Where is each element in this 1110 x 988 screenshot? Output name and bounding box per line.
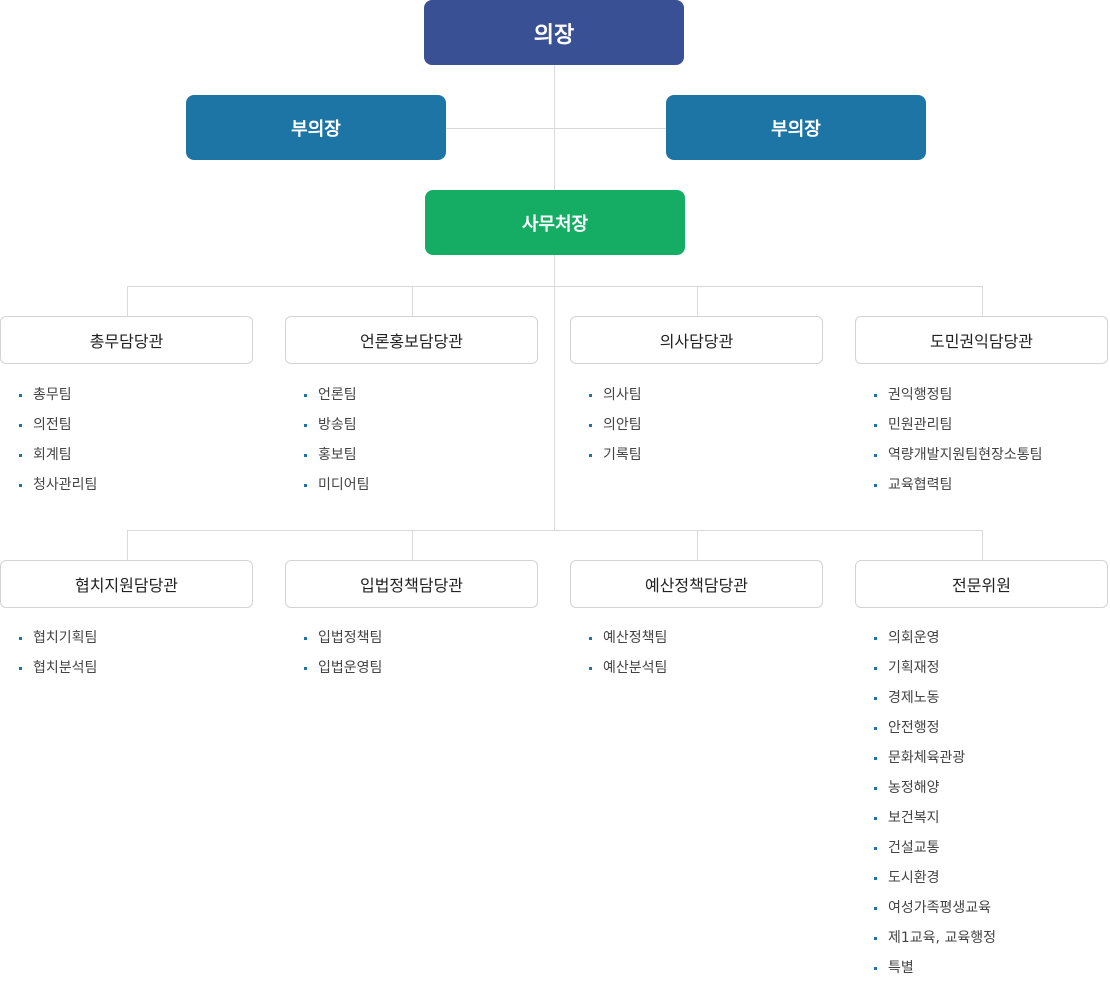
team-item: 의사팀	[589, 385, 642, 415]
dept-general-affairs: 총무담당관	[0, 316, 253, 364]
dept-citizen-rights: 도민권익담당관	[855, 316, 1108, 364]
team-item: 보건복지	[874, 808, 996, 838]
team-list-citizen-rights: 권익행정팀 민원관리팀 역량개발지원팀현장소통팀 교육협력팀	[874, 385, 1043, 505]
team-item: 입법정책팀	[304, 628, 382, 658]
connector-row1-drop-3	[697, 286, 698, 317]
team-item: 입법운영팀	[304, 658, 382, 688]
vice-chairman-box-left: 부의장	[186, 95, 446, 160]
team-item: 안전행정	[874, 718, 996, 748]
team-list-expert-advisors: 의회운영 기획재정 경제노동 안전행정 문화체육관광 농정해양 보건복지 건설교…	[874, 628, 996, 988]
team-item: 여성가족평생교육	[874, 898, 996, 928]
connector-row2-drop-1	[127, 530, 128, 561]
team-item: 언론팀	[304, 385, 370, 415]
connector-row2-drop-4	[982, 530, 983, 561]
team-item: 경제노동	[874, 688, 996, 718]
team-item: 농정해양	[874, 778, 996, 808]
team-item: 민원관리팀	[874, 415, 1043, 445]
team-list-budget-policy: 예산정책팀 예산분석팀	[589, 628, 667, 688]
team-item: 홍보팀	[304, 445, 370, 475]
connector-row1-drop-2	[412, 286, 413, 317]
team-item: 미디어팀	[304, 475, 370, 505]
team-list-proceedings: 의사팀 의안팀 기록팀	[589, 385, 642, 475]
team-item: 의전팀	[19, 415, 97, 445]
team-item: 예산정책팀	[589, 628, 667, 658]
connector-main-vertical	[554, 65, 555, 531]
team-list-press-pr: 언론팀 방송팀 홍보팀 미디어팀	[304, 385, 370, 505]
team-item: 협치분석팀	[19, 658, 97, 688]
team-item: 도시환경	[874, 868, 996, 898]
team-item: 협치기획팀	[19, 628, 97, 658]
connector-row2-horizontal	[127, 530, 983, 531]
dept-governance-support: 협치지원담당관	[0, 560, 253, 608]
team-item: 문화체육관광	[874, 748, 996, 778]
team-item: 건설교통	[874, 838, 996, 868]
connector-row2-drop-2	[412, 530, 413, 561]
team-list-governance-support: 협치기획팀 협치분석팀	[19, 628, 97, 688]
team-item: 제1교육, 교육행정	[874, 928, 996, 958]
team-list-general-affairs: 총무팀 의전팀 회계팀 청사관리팀	[19, 385, 97, 505]
connector-row1-horizontal	[127, 286, 983, 287]
dept-expert-advisors: 전문위원	[855, 560, 1108, 608]
team-item: 기획재정	[874, 658, 996, 688]
team-item: 특별	[874, 958, 996, 988]
connector-vice-horizontal	[446, 128, 666, 129]
team-item: 의안팀	[589, 415, 642, 445]
team-item: 기록팀	[589, 445, 642, 475]
vice-chairman-box-right: 부의장	[666, 95, 926, 160]
team-item: 예산분석팀	[589, 658, 667, 688]
dept-press-pr: 언론홍보담당관	[285, 316, 538, 364]
chairman-box: 의장	[424, 0, 684, 65]
secretary-general-box: 사무처장	[425, 190, 685, 255]
team-item: 청사관리팀	[19, 475, 97, 505]
team-item: 교육협력팀	[874, 475, 1043, 505]
dept-proceedings: 의사담당관	[570, 316, 823, 364]
connector-row1-drop-1	[127, 286, 128, 317]
team-item: 회계팀	[19, 445, 97, 475]
connector-row1-drop-4	[982, 286, 983, 317]
dept-budget-policy: 예산정책담당관	[570, 560, 823, 608]
team-item: 권익행정팀	[874, 385, 1043, 415]
connector-row2-drop-3	[697, 530, 698, 561]
dept-legislative-policy: 입법정책담당관	[285, 560, 538, 608]
team-list-legislative-policy: 입법정책팀 입법운영팀	[304, 628, 382, 688]
team-item: 의회운영	[874, 628, 996, 658]
team-item: 방송팀	[304, 415, 370, 445]
team-item: 총무팀	[19, 385, 97, 415]
team-item: 역량개발지원팀현장소통팀	[874, 445, 1043, 475]
